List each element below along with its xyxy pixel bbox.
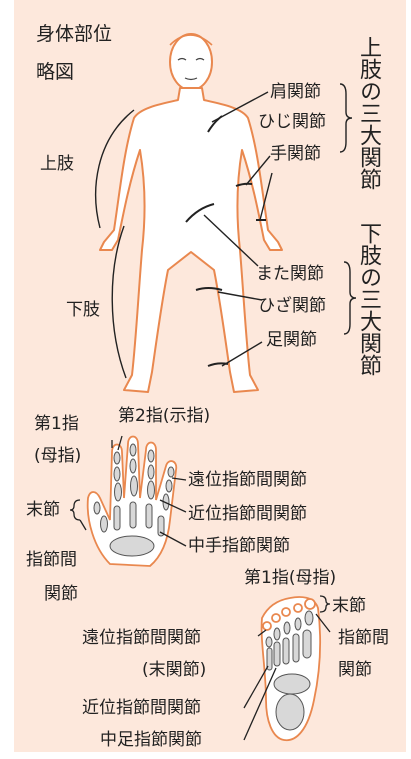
hand-mcp-joint: 中手指節関節	[188, 536, 290, 556]
foot-bones	[265, 610, 314, 731]
foot-proximal-joint: 近位指節間関節	[82, 698, 201, 718]
lower-limb-title: 下肢の三大関節	[356, 222, 381, 376]
foot-mtp-joint: 中足指節関節	[100, 730, 202, 750]
title-line2: 略図	[36, 61, 75, 83]
foot-distal-line1: 遠位指節間関節	[82, 628, 201, 648]
hand-terminal: 末節	[26, 500, 60, 520]
head	[169, 33, 213, 91]
hand-distal-joint: 遠位指節間関節	[188, 470, 307, 490]
hand-leaders	[69, 435, 187, 547]
foot-leaders	[243, 595, 331, 741]
hand-finger2: 第2指(示指)	[118, 406, 211, 426]
foot-distal-line2: (末関節)	[142, 660, 207, 680]
foot-finger1: 第1指(母指)	[244, 568, 337, 588]
upper-limb-label: 上肢	[40, 154, 74, 174]
upper-joint-elbow: ひじ関節	[258, 112, 326, 132]
lower-joint-knee: ひざ関節	[258, 296, 326, 316]
body-outline	[99, 87, 283, 393]
hand-ip-line1: 指節間	[26, 550, 77, 570]
upper-joint-wrist: 手関節	[270, 144, 321, 164]
leader-lines	[95, 83, 357, 379]
hand-finger1-line2: (母指)	[34, 446, 82, 466]
upper-joint-shoulder: 肩関節	[270, 82, 321, 102]
hand-bones	[93, 443, 175, 557]
foot-terminal: 末節	[332, 596, 366, 616]
lower-joint-ankle: 足関節	[266, 330, 317, 350]
lower-joint-hip: また関節	[256, 264, 324, 284]
body-figure	[99, 33, 283, 393]
hand-ip-line2: 関節	[44, 584, 78, 604]
title-line1: 身体部位	[36, 23, 113, 45]
hand-finger1-line1: 第1指	[34, 414, 79, 434]
foot-ip-line2: 関節	[338, 660, 372, 680]
upper-limb-title: 上肢の三大関節	[356, 36, 381, 190]
hand-proximal-joint: 近位指節間関節	[188, 504, 307, 524]
foot-ip-line1: 指節間	[338, 628, 389, 648]
lower-limb-label: 下肢	[66, 300, 100, 320]
